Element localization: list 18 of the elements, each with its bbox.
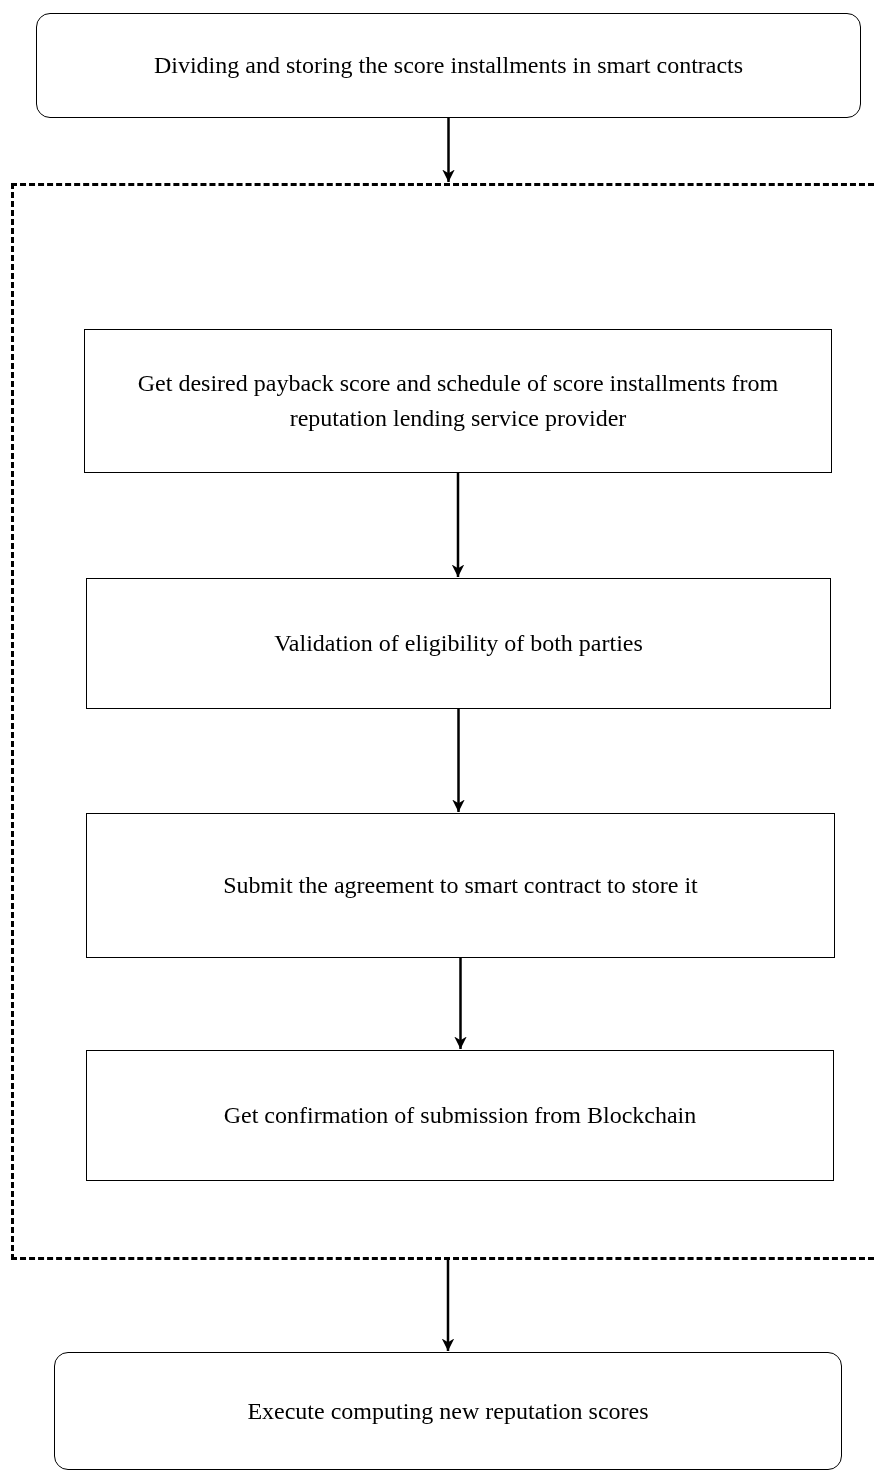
- box-label: Validation of eligibility of both parties: [274, 629, 643, 659]
- arrow: [451, 473, 465, 577]
- process-box: [84, 329, 832, 473]
- box-label: Execute computing new reputation scores: [247, 1396, 649, 1426]
- arrow: [452, 709, 465, 812]
- arrow: [454, 958, 467, 1049]
- box-label: Get desired payback score and schedule of score installments from reputation lending service provider: [136, 369, 780, 433]
- box-label: Get confirmation of submission from Blockchain: [223, 1101, 697, 1131]
- box-label: Submit the agreement to smart contract to store it: [223, 871, 698, 901]
- rounded-process-box: [36, 13, 861, 118]
- process-box: [86, 578, 831, 709]
- dashed-group-box: [11, 183, 874, 1260]
- process-box: [86, 813, 835, 958]
- box-label: Dividing and storing the score installments in smart contracts: [153, 51, 744, 81]
- arrow: [441, 1260, 455, 1351]
- arrow: [442, 118, 455, 182]
- process-box: [86, 1050, 834, 1181]
- rounded-process-box: [54, 1352, 842, 1470]
